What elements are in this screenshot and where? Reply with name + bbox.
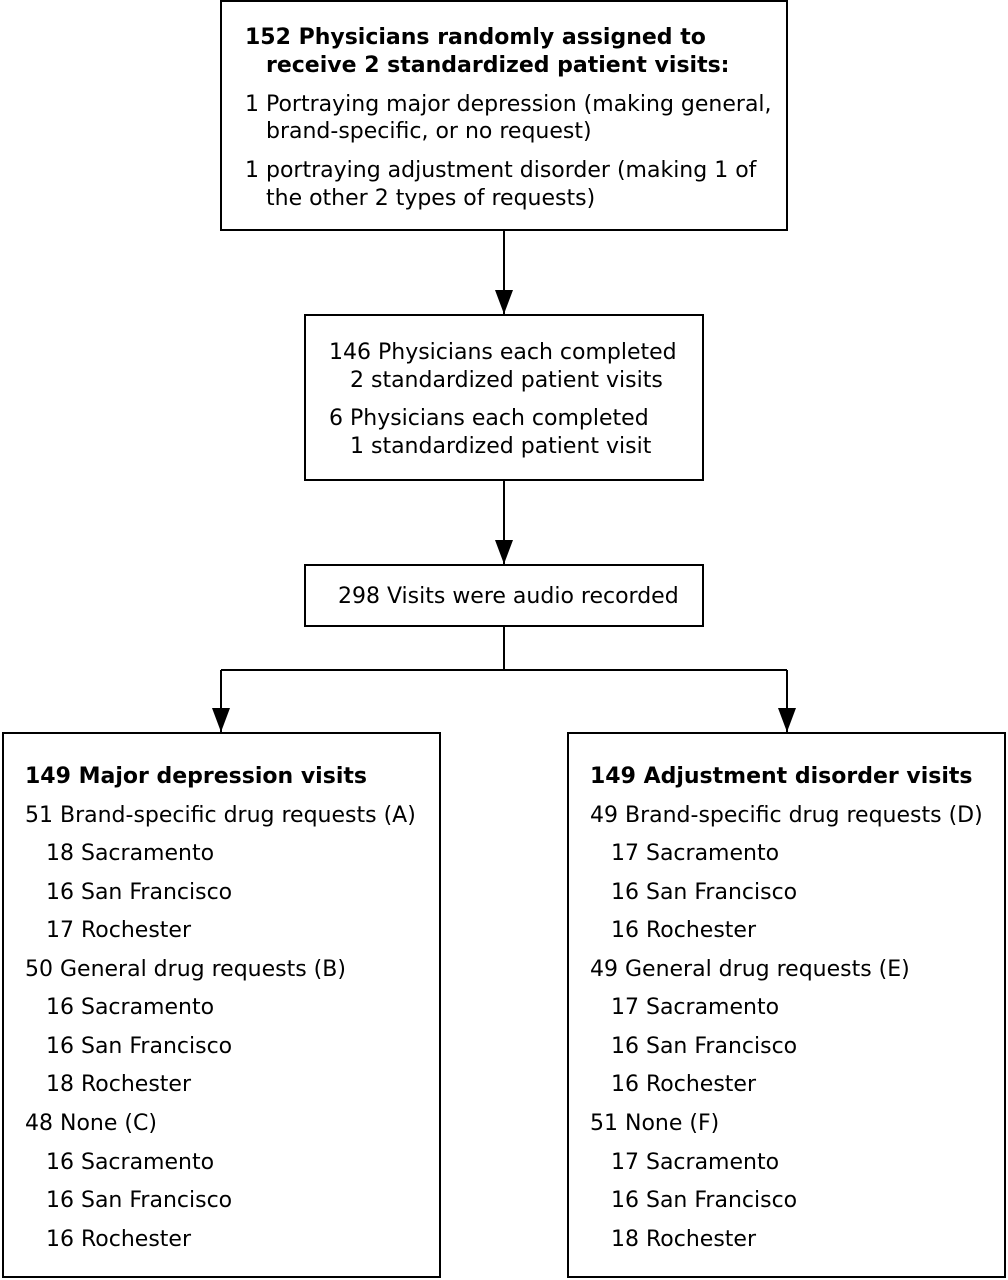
group-label: 49 Brand-specific drug requests (D) [590,803,983,828]
site-count: 16 San Francisco [611,880,798,905]
completed-line3: 6 Physicians each completed [329,406,649,431]
adjustment-assignment-line2: the other 2 types of requests) [266,186,596,211]
arrow-head-left [212,708,230,732]
site-count: 16 San Francisco [46,1034,233,1059]
completed-line4: 1 standardized patient visit [350,434,652,459]
site-count: 16 San Francisco [611,1188,798,1213]
depression-assignment-line1: 1 Portraying major depression (making ge… [245,92,772,117]
site-count: 18 Rochester [611,1227,756,1252]
completed-line1: 146 Physicians each completed [329,340,677,365]
site-count: 16 San Francisco [611,1034,798,1059]
group-label: 48 None (C) [25,1111,157,1136]
arrow-head-right [778,708,796,732]
site-count: 16 San Francisco [46,1188,233,1213]
site-count: 16 Rochester [611,1072,756,1097]
site-count: 16 Rochester [46,1227,191,1252]
adjustment-disorder-box: 149 Adjustment disorder visits 49 Brand-… [567,732,1006,1278]
site-count: 17 Sacramento [611,1150,780,1175]
site-count: 16 Sacramento [46,995,215,1020]
depression-assignment-line2: brand-specific, or no request) [266,119,592,144]
randomization-title-line1: 152 Physicians randomly assigned to [245,25,706,50]
completed-line2: 2 standardized patient visits [350,368,663,393]
group-label: 50 General drug requests (B) [25,957,346,982]
major-depression-title: 149 Major depression visits [25,764,367,789]
recorded-visits-box: 298 Visits were audio recorded [304,564,704,627]
group-label: 51 None (F) [590,1111,720,1136]
site-count: 16 Rochester [611,918,756,943]
site-count: 18 Sacramento [46,841,215,866]
randomization-title-line2: receive 2 standardized patient visits: [266,53,730,78]
site-count: 16 San Francisco [46,880,233,905]
group-label: 51 Brand-specific drug requests (A) [25,803,416,828]
site-count: 17 Sacramento [611,995,780,1020]
adjustment-disorder-title: 149 Adjustment disorder visits [590,764,973,789]
arrow-head-1 [495,290,513,314]
group-label: 49 General drug requests (E) [590,957,910,982]
completed-visits-box: 146 Physicians each completed 2 standard… [304,314,704,481]
recorded-text: 298 Visits were audio recorded [338,584,679,609]
adjustment-assignment-line1: 1 portraying adjustment disorder (making… [245,158,757,183]
site-count: 17 Sacramento [611,841,780,866]
randomization-box: 152 Physicians randomly assigned to rece… [220,0,788,231]
site-count: 17 Rochester [46,918,191,943]
arrow-head-2 [495,540,513,564]
site-count: 16 Sacramento [46,1150,215,1175]
site-count: 18 Rochester [46,1072,191,1097]
major-depression-box: 149 Major depression visits 51 Brand-spe… [2,732,441,1278]
